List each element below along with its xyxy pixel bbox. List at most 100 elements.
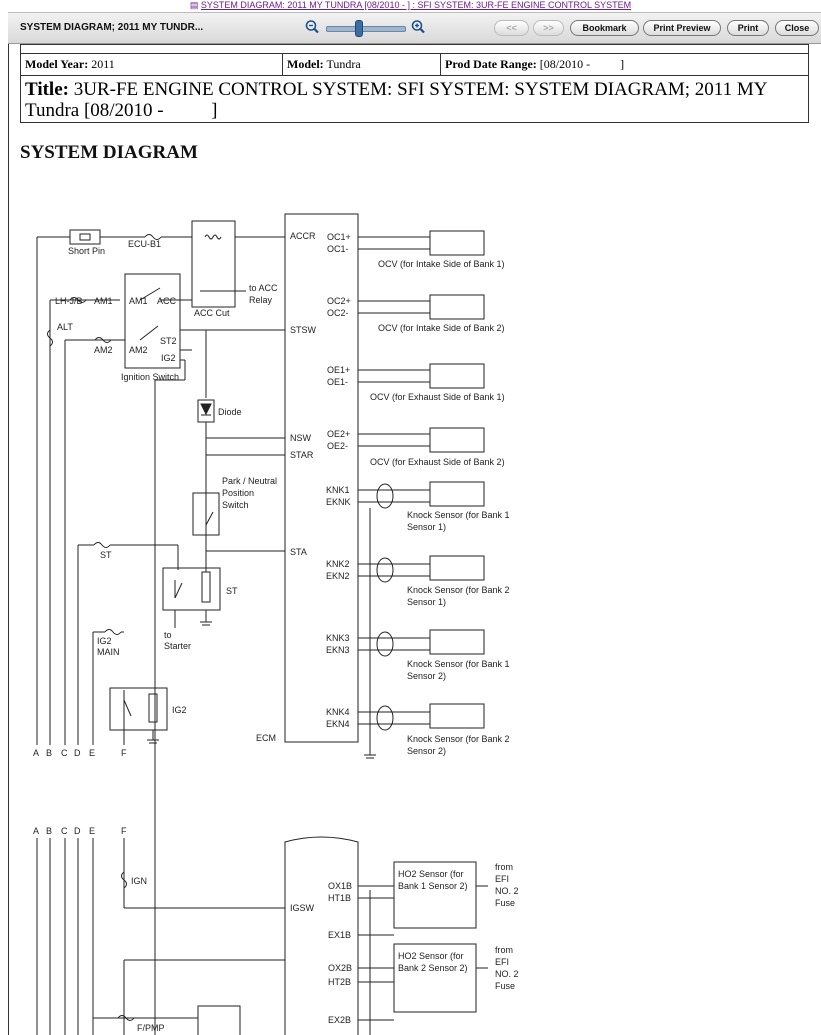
knock-sensor-connections [358, 481, 485, 759]
ocv-exhaust-bank2-label: OCV (for Exhaust Side of Bank 2) [370, 457, 505, 467]
ocv-exhaust-bank1-label: OCV (for Exhaust Side of Bank 1) [370, 392, 505, 402]
am2-switch-label: AM2 [129, 345, 148, 355]
st-relay-label: ST [226, 586, 238, 596]
ho2-sensor-2-label-1: HO2 Sensor (for [398, 951, 464, 961]
pin-ekn2: EKN2 [326, 571, 350, 581]
acc-cut-label: ACC Cut [194, 308, 230, 318]
document-header-table: Model Year: 2011 Model: Tundra Prod Date… [20, 44, 809, 123]
ho2-sensor-connections [358, 861, 488, 1035]
knock-sensor-3-label-2: Sensor 2) [407, 671, 446, 681]
park-neutral-label-2: Position [222, 488, 254, 498]
connector-b-top: B [46, 748, 52, 758]
knock-sensor-2-label-2: Sensor 1) [407, 597, 446, 607]
ignition-switch-box [124, 273, 181, 369]
prod-date-label: Prod Date Range: [445, 57, 537, 71]
document-title: Title: 3UR-FE ENGINE CONTROL SYSTEM: SFI… [21, 76, 808, 122]
connector-a-bottom: A [33, 826, 39, 836]
toolbar: SYSTEM DIAGRAM; 2011 MY TUNDR... << >> B… [8, 12, 821, 44]
st-fuse-label: ST [100, 550, 112, 560]
connector-c-top: C [61, 748, 68, 758]
zoom-slider[interactable] [326, 26, 406, 32]
st2-label: ST2 [160, 336, 177, 346]
knock-sensor-1-label-2: Sensor 1) [407, 522, 446, 532]
from-fuse-1-label-2: EFI [495, 874, 509, 884]
am1-fuse-label: AM1 [94, 296, 113, 306]
pin-knk1: KNK1 [326, 485, 350, 495]
pin-oe2p: OE2+ [327, 429, 350, 439]
connector-b-bottom: B [46, 826, 52, 836]
acc-cut-relay [191, 220, 236, 308]
pin-sta: STA [290, 547, 307, 557]
content-frame-border [8, 44, 9, 1035]
diode-label: Diode [218, 407, 242, 417]
breadcrumb-link[interactable]: SYSTEM DIAGRAM: 2011 MY TUNDRA [08/2010 … [200, 0, 632, 10]
short-pin-fuse [69, 229, 101, 245]
connector-c-bottom: C [61, 826, 68, 836]
section-heading: SYSTEM DIAGRAM [20, 142, 198, 163]
zoom-out-icon[interactable] [304, 19, 320, 35]
pin-knk3: KNK3 [326, 633, 350, 643]
ecm-label: ECM [256, 733, 276, 743]
zoom-control[interactable] [304, 19, 432, 37]
next-button[interactable]: >> [533, 20, 564, 36]
ecu-b1-label: ECU-B1 [128, 239, 161, 249]
model-label: Model: [287, 57, 324, 71]
header-info-row: Model Year: 2011 Model: Tundra Prod Date… [21, 54, 808, 76]
ocv-connections [358, 230, 485, 453]
pin-ht1b: HT1B [328, 893, 351, 903]
connector-f-top: F [121, 748, 127, 758]
bookmark-button[interactable]: Bookmark [570, 20, 639, 36]
short-pin-label: Short Pin [68, 246, 105, 256]
print-preview-button[interactable]: Print Preview [643, 20, 721, 36]
connector-f-bottom: F [121, 826, 127, 836]
prod-date-value: [08/2010 - ] [539, 57, 625, 71]
pin-ekn4: EKN4 [326, 719, 350, 729]
zoom-in-icon[interactable] [410, 19, 426, 35]
connector-d-top: D [74, 748, 81, 758]
lh-jb-label: LH-J/B [55, 296, 83, 306]
to-acc-relay-label-2: Relay [249, 295, 273, 305]
from-fuse-1-label-3: NO. 2 [495, 886, 519, 896]
previous-button[interactable]: << [494, 20, 529, 36]
from-fuse-1-label-4: Fuse [495, 898, 515, 908]
pin-oe1m: OE1- [327, 377, 348, 387]
connector-d-bottom: D [74, 826, 81, 836]
pin-stsw: STSW [290, 325, 317, 335]
pin-oc1m: OC1- [327, 244, 349, 254]
model-year-label: Model Year: [25, 57, 89, 71]
pin-oc2m: OC2- [327, 308, 349, 318]
ig2-switch-label: IG2 [161, 353, 176, 363]
from-fuse-2-label-2: EFI [495, 957, 509, 967]
knock-sensor-1-label-1: Knock Sensor (for Bank 1 [407, 510, 510, 520]
am1-switch-label: AM1 [129, 296, 148, 306]
ecm-block [284, 213, 359, 743]
st-relay [162, 567, 221, 611]
pin-knk2: KNK2 [326, 559, 350, 569]
pin-igsw: IGSW [290, 903, 315, 913]
knock-sensor-2-label-1: Knock Sensor (for Bank 2 [407, 585, 510, 595]
pin-ex1b: EX1B [328, 930, 351, 940]
ho2-sensor-2-label-2: Bank 2 Sensor 2) [398, 963, 468, 973]
from-fuse-2-label-4: Fuse [495, 981, 515, 991]
park-neutral-label-1: Park / Neutral [222, 476, 277, 486]
pin-ht2b: HT2B [328, 977, 351, 987]
connector-e-bottom: E [89, 826, 95, 836]
pin-ex2b: EX2B [328, 1015, 351, 1025]
ocv-intake-bank2-label: OCV (for Intake Side of Bank 2) [378, 323, 505, 333]
from-fuse-2-label-3: NO. 2 [495, 969, 519, 979]
print-button[interactable]: Print [727, 20, 769, 36]
alt-label: ALT [57, 322, 73, 332]
zoom-slider-handle[interactable] [354, 20, 363, 37]
knock-sensor-4-label-1: Knock Sensor (for Bank 2 [407, 734, 510, 744]
connector-a-top: A [33, 748, 39, 758]
ho2-sensor-1-label-1: HO2 Sensor (for [398, 869, 464, 879]
park-neutral-label-3: Switch [222, 500, 249, 510]
ho2-sensor-1-label-2: Bank 1 Sensor 2) [398, 881, 468, 891]
pin-oe1p: OE1+ [327, 365, 350, 375]
acc-label: ACC [157, 296, 177, 306]
breadcrumb[interactable]: ▤ SYSTEM DIAGRAM: 2011 MY TUNDRA [08/201… [0, 0, 821, 12]
document-tab-title: SYSTEM DIAGRAM; 2011 MY TUNDR... [20, 22, 204, 33]
close-button[interactable]: Close [775, 20, 819, 36]
pin-ekn3: EKN3 [326, 645, 350, 655]
